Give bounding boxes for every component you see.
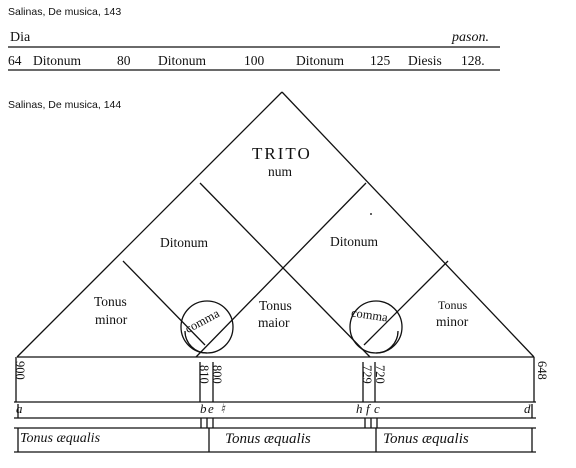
tritonum-label: TRITO (252, 144, 312, 163)
letter-h: h (356, 401, 363, 416)
letter-e: e (208, 401, 214, 416)
letter-a: a (16, 401, 23, 416)
tonus-aequalis-2: Tonus æqualis (225, 431, 311, 447)
ditonum-right-label: Ditonum (330, 234, 379, 249)
tonus-minor-right-2: minor (436, 314, 469, 329)
ratio-64: 64 (8, 53, 22, 68)
tonus-aequalis-3: Tonus æqualis (383, 431, 469, 447)
tonus-minor-left-2: minor (95, 312, 128, 327)
ratio-125: 125 (370, 53, 391, 68)
tonus-minor-left-1: Tonus (94, 294, 127, 309)
ditonum-label-1: Ditonum (33, 53, 82, 68)
caption-143: Salinas, De musica, 143 (8, 6, 122, 18)
ratio-128: 128. (461, 53, 485, 68)
letter-c: c (374, 401, 380, 416)
ditonum-label-2: Ditonum (158, 53, 207, 68)
tonus-maior-2: maior (258, 315, 290, 330)
diesis-label: Diesis (408, 53, 442, 68)
tonus-maior-1: Tonus (259, 298, 292, 313)
tritonum-label-num: num (268, 164, 293, 179)
number-648: 648 (535, 361, 549, 380)
tonus-aequalis-1: Tonus æqualis (20, 431, 101, 446)
letter-b: b (200, 401, 207, 416)
number-800: 800 (210, 365, 224, 384)
number-720: 720 (373, 365, 387, 384)
pason-label: pason. (452, 30, 489, 45)
dia-label: Dia (10, 30, 31, 45)
caption-144: Salinas, De musica, 144 (8, 99, 122, 111)
ratio-80: 80 (117, 53, 131, 68)
number-900: 900 (13, 361, 27, 380)
letter-f: f (366, 401, 370, 416)
letter-d: d (524, 401, 531, 416)
ditonum-label-3: Ditonum (296, 53, 345, 68)
letter-natural: ♮ (220, 401, 225, 416)
ditonum-left-label: Ditonum (160, 235, 209, 250)
tonus-minor-right-1: Tonus (438, 298, 468, 312)
ratio-100: 100 (244, 53, 265, 68)
